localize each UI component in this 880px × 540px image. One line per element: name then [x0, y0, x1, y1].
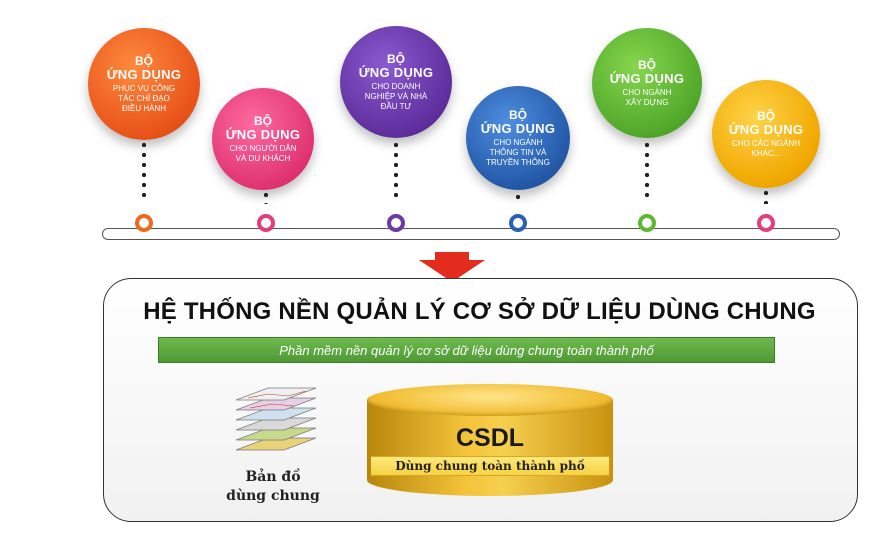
- bubble-line1: BỘ: [638, 57, 656, 72]
- bubble-line1: BỘ: [254, 113, 272, 128]
- bubble-line2: ỨNG DỤNG: [358, 64, 434, 80]
- bubble-line2: ỨNG DỤNG: [728, 121, 804, 137]
- bubble-line2: ỨNG DỤNG: [106, 66, 182, 82]
- map-label-line2: dùng chung: [226, 488, 320, 504]
- database-cylinder: CSDL Dùng chung toàn thành phố: [367, 384, 613, 496]
- connector-dots: [142, 140, 146, 202]
- platform-subtitle-bar: Phần mềm nền quản lý cơ sở dữ liệu dùng …: [158, 337, 775, 363]
- connector-dots: [264, 190, 268, 204]
- map-label-line1: Bản đồ: [245, 469, 301, 485]
- bubble-desc: CHO DOANH NGHIỆP VÀ NHÀ ĐẦU TƯ: [364, 81, 428, 111]
- timeline-bar: [102, 228, 840, 240]
- down-arrow-icon: [419, 252, 485, 282]
- app-bubble-ict: BỘ ỨNG DỤNG CHO NGÀNH THÔNG TIN VÀ TRUYỀ…: [466, 86, 570, 190]
- database-band: Dùng chung toàn thành phố: [371, 456, 609, 476]
- bubble-line2: ỨNG DỤNG: [609, 70, 685, 86]
- bubble-line1: BỘ: [757, 108, 775, 123]
- timeline-node: [135, 214, 153, 232]
- bubble-desc: CHO NGƯỜI DÂN VÀ DU KHÁCH: [229, 143, 297, 163]
- map-layers-icon: [235, 387, 317, 451]
- connector-dots: [516, 192, 520, 204]
- app-bubble-others: BỘ ỨNG DỤNG CHO CÁC NGÀNH KHÁC...: [712, 80, 820, 188]
- bubble-line1: BỘ: [387, 51, 405, 66]
- connector-dots: [645, 140, 649, 202]
- bubble-desc: CHO CÁC NGÀNH KHÁC...: [731, 138, 800, 158]
- map-label: Bản đồ dùng chung: [215, 468, 331, 506]
- database-title: CSDL: [455, 424, 525, 452]
- bottom-crop: [0, 522, 880, 540]
- app-bubble-business: BỘ ỨNG DỤNG CHO DOANH NGHIỆP VÀ NHÀ ĐẦU …: [340, 26, 452, 138]
- platform-subtitle: Phần mềm nền quản lý cơ sở dữ liệu dùng …: [279, 342, 654, 358]
- timeline-node: [257, 214, 275, 232]
- platform-title: HỆ THỐNG NỀN QUẢN LÝ CƠ SỞ DỮ LIỆU DÙNG …: [143, 298, 816, 325]
- timeline-node: [638, 214, 656, 232]
- timeline-node: [757, 214, 775, 232]
- connector-dots: [394, 140, 398, 202]
- bubble-line2: ỨNG DỤNG: [480, 120, 556, 136]
- app-bubble-leadership: BỘ ỨNG DỤNG PHỤC VỤ CÔNG TÁC CHỈ ĐẠO ĐIỀ…: [88, 28, 200, 140]
- bubble-line1: BỘ: [509, 107, 527, 122]
- connector-dots: [764, 188, 768, 204]
- bubble-line2: ỨNG DỤNG: [225, 126, 301, 142]
- cylinder-top: [367, 384, 613, 416]
- bubble-desc: PHỤC VỤ CÔNG TÁC CHỈ ĐẠO ĐIỀU HÀNH: [112, 83, 176, 113]
- app-bubble-construction: BỘ ỨNG DỤNG CHO NGÀNH XÂY DỰNG: [592, 28, 702, 138]
- bubble-desc: CHO NGÀNH THÔNG TIN VÀ TRUYỀN THÔNG: [486, 137, 550, 167]
- app-bubble-citizens: BỘ ỨNG DỤNG CHO NGƯỜI DÂN VÀ DU KHÁCH: [212, 88, 314, 190]
- timeline-node: [509, 214, 527, 232]
- bubble-desc: CHO NGÀNH XÂY DỰNG: [622, 87, 672, 107]
- bubble-line1: BỘ: [135, 53, 153, 68]
- timeline-node: [387, 214, 405, 232]
